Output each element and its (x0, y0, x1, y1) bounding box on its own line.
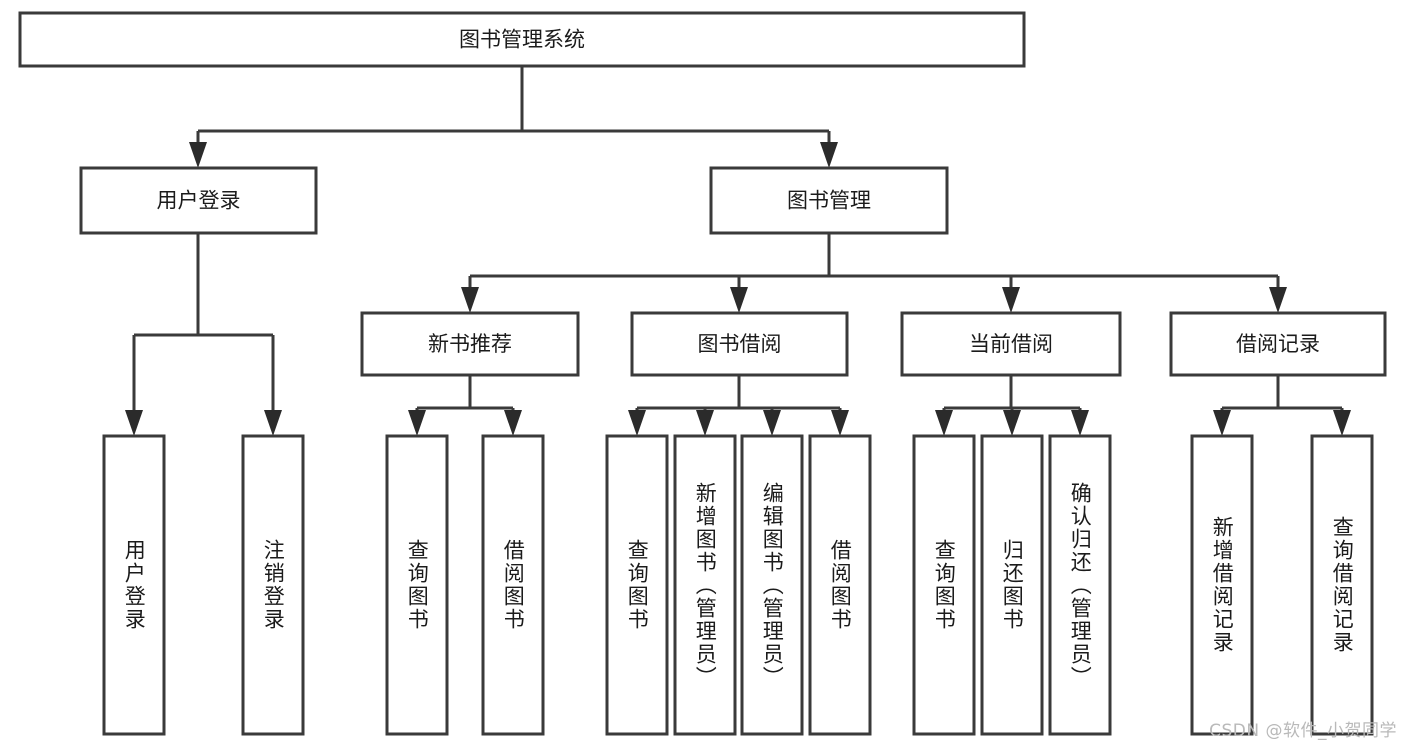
arrow-head-icon (1213, 410, 1231, 436)
node-box-leaf-user-logout[interactable] (241, 434, 305, 736)
node-box-leaf-query-book-cur[interactable] (912, 434, 976, 736)
node-box-leaf-add-book[interactable] (673, 434, 737, 736)
arrow-head-icon (820, 142, 838, 168)
node-box-borrow-record[interactable] (1169, 311, 1387, 377)
node-box-leaf-borrow-book-rec[interactable] (481, 434, 545, 736)
node-box-current-borrow[interactable] (900, 311, 1122, 377)
arrow-head-icon (628, 410, 646, 436)
node-box-leaf-query-book-borrow[interactable] (605, 434, 669, 736)
arrow-head-icon (935, 410, 953, 436)
arrow-head-icon (1269, 287, 1287, 313)
arrow-head-icon (1003, 410, 1021, 436)
node-box-book-borrow[interactable] (630, 311, 849, 377)
arrow-head-icon (504, 410, 522, 436)
arrow-head-icon (696, 410, 714, 436)
arrow-head-icon (1333, 410, 1351, 436)
arrow-head-icon (189, 142, 207, 168)
node-box-book-manage[interactable] (709, 166, 949, 235)
arrow-head-icon (461, 287, 479, 313)
arrow-head-icon (1002, 287, 1020, 313)
node-box-leaf-query-book-rec[interactable] (385, 434, 449, 736)
arrow-head-icon (1071, 410, 1089, 436)
node-box-root[interactable] (18, 11, 1026, 68)
node-label-book-manage: 图书管理 (787, 189, 871, 213)
node-box-leaf-borrow-book[interactable] (808, 434, 872, 736)
node-box-leaf-query-borrow-record[interactable] (1310, 434, 1374, 736)
arrow-head-icon (264, 410, 282, 436)
node-box-new-book-recommend[interactable] (360, 311, 580, 377)
arrow-head-icon (408, 410, 426, 436)
node-label-user-login: 用户登录 (157, 189, 241, 213)
node-label-current-borrow: 当前借阅 (969, 332, 1053, 356)
node-label-root: 图书管理系统 (459, 28, 585, 52)
node-box-leaf-add-borrow-record[interactable] (1190, 434, 1254, 736)
arrow-head-icon (831, 410, 849, 436)
arrow-head-icon (763, 410, 781, 436)
node-box-leaf-return-book[interactable] (980, 434, 1044, 736)
node-box-user-login[interactable] (79, 166, 318, 235)
arrow-head-icon (730, 287, 748, 313)
node-label-book-borrow: 图书借阅 (698, 332, 782, 356)
node-box-leaf-confirm-return[interactable] (1048, 434, 1112, 736)
watermark-label: CSDN @软件_小贺同学 (1209, 721, 1397, 741)
node-label-new-book-recommend: 新书推荐 (428, 332, 512, 356)
connectors-layer (125, 66, 1351, 436)
arrow-head-icon (125, 410, 143, 436)
node-label-borrow-record: 借阅记录 (1236, 332, 1320, 356)
node-box-leaf-user-login[interactable] (102, 434, 166, 736)
node-box-leaf-edit-book[interactable] (740, 434, 804, 736)
